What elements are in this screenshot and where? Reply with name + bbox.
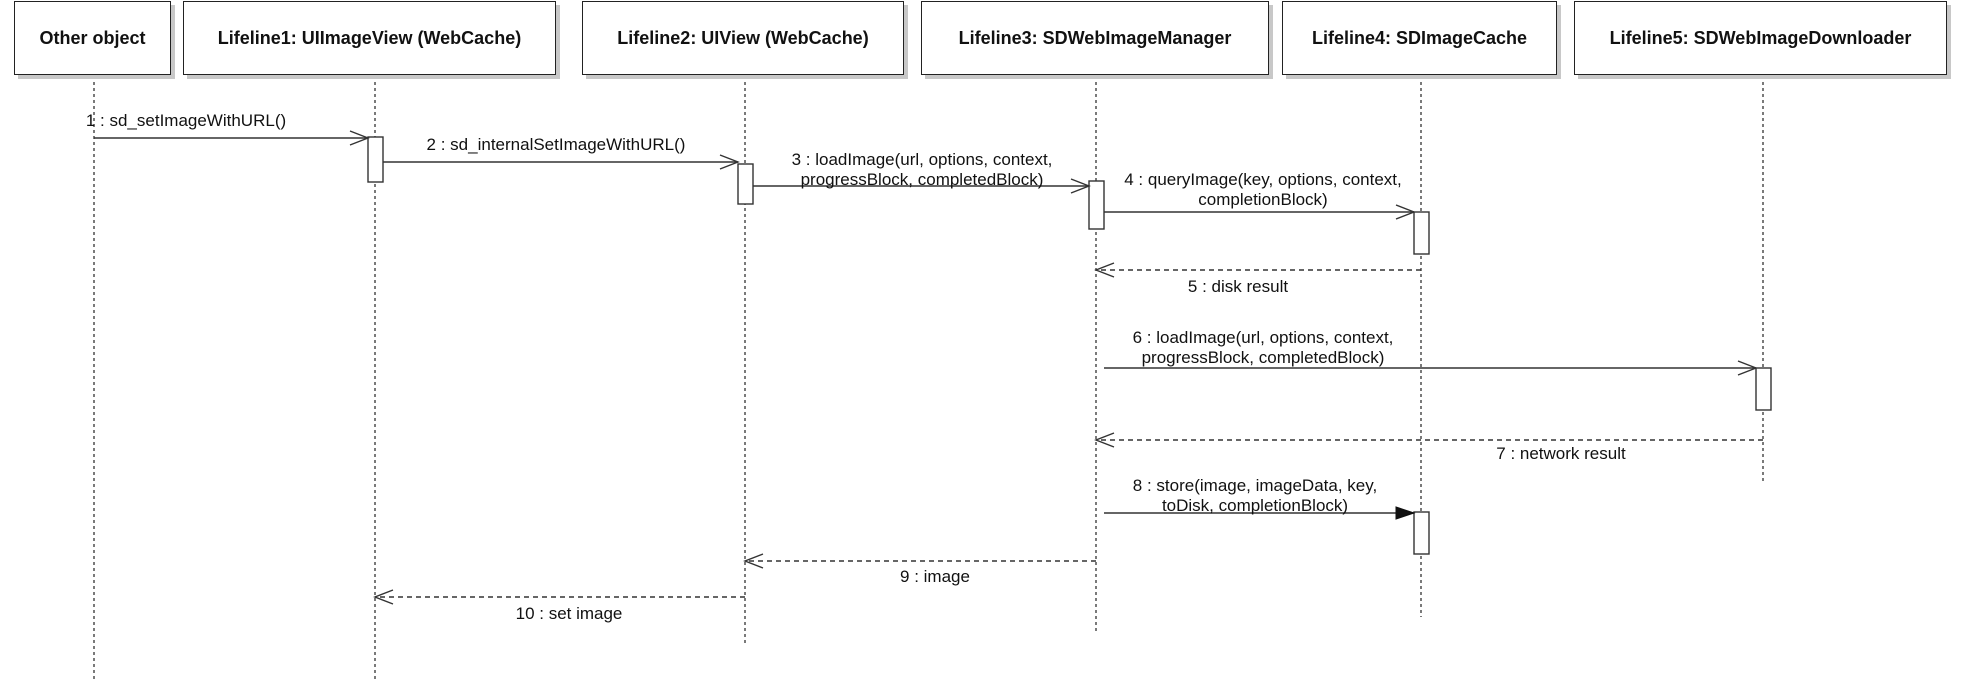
arrowhead-5 xyxy=(1094,262,1115,278)
message-label-3: 3 : loadImage(url, options, context,prog… xyxy=(791,150,1053,189)
activation-l5 xyxy=(1755,367,1772,411)
lifeline-head-l4: Lifeline4: SDImageCache xyxy=(1282,1,1557,75)
lifeline-label-l1: Lifeline1: UIImageView (WebCache) xyxy=(217,27,522,48)
lifeline-label-l4: Lifeline4: SDImageCache xyxy=(1311,27,1528,48)
message-label-5: 5 : disk result xyxy=(1187,277,1289,296)
arrowhead-7 xyxy=(1094,432,1115,448)
arrowhead-1 xyxy=(349,130,370,146)
arrowhead-4 xyxy=(1395,204,1416,220)
message-label-10: 10 : set image xyxy=(515,604,623,623)
lifeline-head-l2: Lifeline2: UIView (WebCache) xyxy=(582,1,904,75)
message-label-7: 7 : network result xyxy=(1496,444,1626,463)
arrowhead-9 xyxy=(743,553,764,569)
activation-l1 xyxy=(367,136,384,183)
activation-l2 xyxy=(737,163,754,205)
message-label-6: 6 : loadImage(url, options, context,prog… xyxy=(1132,328,1394,367)
arrowhead-10 xyxy=(373,589,394,605)
lifeline-head-l1: Lifeline1: UIImageView (WebCache) xyxy=(183,1,556,75)
message-label-1: 1 : sd_setImageWithURL() xyxy=(85,111,287,130)
arrowhead-8 xyxy=(1395,506,1416,520)
arrowhead-3 xyxy=(1070,178,1091,194)
activation-l3 xyxy=(1088,180,1105,230)
arrowhead-2 xyxy=(719,154,740,170)
lifeline-label-l2: Lifeline2: UIView (WebCache) xyxy=(617,27,869,48)
message-label-8: 8 : store(image, imageData, key,toDisk, … xyxy=(1132,476,1378,515)
message-label-9: 9 : image xyxy=(900,567,970,586)
message-label-2: 2 : sd_internalSetImageWithURL() xyxy=(426,135,686,154)
lifeline-label-other: Other object xyxy=(39,27,146,48)
arrowhead-6 xyxy=(1737,360,1758,376)
lifeline-head-l3: Lifeline3: SDWebImageManager xyxy=(921,1,1269,75)
lifeline-label-l5: Lifeline5: SDWebImageDownloader xyxy=(1609,27,1912,48)
activation-l4-store xyxy=(1413,511,1430,555)
lifeline-head-other: Other object xyxy=(14,1,171,75)
lifeline-head-l5: Lifeline5: SDWebImageDownloader xyxy=(1574,1,1947,75)
activation-l4-query xyxy=(1413,211,1430,255)
lifeline-label-l3: Lifeline3: SDWebImageManager xyxy=(958,27,1232,48)
message-label-4: 4 : queryImage(key, options, context,com… xyxy=(1124,170,1402,209)
